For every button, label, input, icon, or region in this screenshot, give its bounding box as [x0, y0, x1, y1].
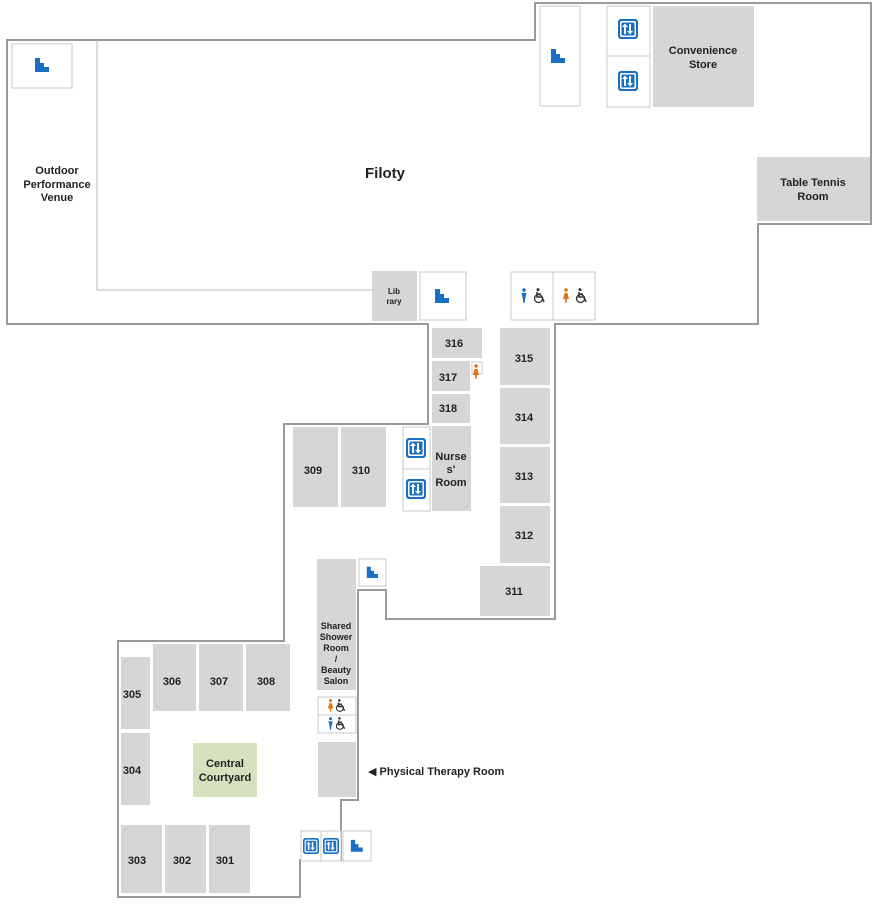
male-accessible-restroom-icon [510, 271, 554, 321]
elevator-icon [606, 55, 651, 108]
svg-text:Lib: Lib [388, 287, 400, 296]
svg-text:Performance: Performance [23, 179, 90, 191]
elevator-icon [606, 5, 651, 57]
svg-text:305: 305 [123, 689, 141, 701]
filoty-label: Filoty [365, 165, 406, 182]
convenience-store: Convenience Store [653, 6, 754, 107]
central-courtyard: Central Courtyard [193, 743, 257, 797]
svg-text:304: 304 [123, 765, 142, 777]
svg-text:303: 303 [128, 855, 146, 867]
male-accessible-restroom-icon [317, 714, 357, 734]
room-315: 315 [500, 328, 550, 385]
room-308: 308 [246, 644, 290, 711]
room-307: 307 [199, 644, 243, 711]
room-313: 313 [500, 447, 550, 503]
svg-text:/: / [335, 654, 338, 664]
stairs-icon [11, 43, 73, 89]
restroom-icon [471, 361, 483, 379]
room-318: 318 [432, 394, 470, 423]
shared-shower-room-beauty-salon: Shared Shower Room / Beauty Salon [317, 559, 356, 690]
svg-text:316: 316 [445, 338, 463, 350]
svg-text:Table Tennis: Table Tennis [780, 177, 846, 189]
room-310: 310 [341, 427, 386, 507]
room-304: 304 [121, 733, 150, 805]
svg-text:Convenience: Convenience [669, 45, 737, 57]
elevator-icon [402, 426, 431, 470]
table-tennis-room: Table Tennis Room [757, 157, 870, 221]
room-311: 311 [480, 566, 550, 616]
svg-text:318: 318 [439, 403, 457, 415]
svg-text:Courtyard: Courtyard [199, 772, 252, 784]
female-accessible-restroom-icon [317, 696, 357, 716]
svg-text:311: 311 [505, 586, 523, 598]
room-306: 306 [153, 644, 196, 711]
svg-text:s': s' [447, 464, 456, 476]
stairs-icon [342, 830, 372, 862]
elevator-icon [300, 830, 322, 862]
svg-text:Venue: Venue [41, 192, 73, 204]
svg-text:Beauty: Beauty [321, 665, 351, 675]
svg-text:Outdoor: Outdoor [35, 165, 79, 177]
svg-text:Shower: Shower [320, 632, 353, 642]
stairs-icon [358, 558, 387, 587]
svg-text:Room: Room [435, 477, 466, 489]
room-316: 316 [432, 328, 482, 358]
female-accessible-restroom-icon [552, 271, 596, 321]
svg-text:rary: rary [386, 297, 402, 306]
svg-text:301: 301 [216, 855, 234, 867]
room-305: 305 [121, 657, 150, 729]
nurses-room: Nurse s' Room [432, 426, 471, 511]
svg-text:Salon: Salon [324, 676, 349, 686]
room-314: 314 [500, 388, 550, 444]
svg-text:Shared: Shared [321, 621, 352, 631]
stairs-icon [539, 5, 581, 107]
svg-text:Store: Store [689, 59, 717, 71]
svg-text:302: 302 [173, 855, 191, 867]
svg-text:Room: Room [797, 191, 828, 203]
physical-therapy-room [318, 742, 356, 797]
svg-text:312: 312 [515, 530, 533, 542]
outdoor-performance-venue: Outdoor Performance Venue [23, 165, 90, 204]
svg-text:317: 317 [439, 372, 457, 384]
svg-text:306: 306 [163, 676, 181, 688]
svg-text:Nurse: Nurse [435, 451, 466, 463]
stairs-icon [419, 271, 467, 321]
room-302: 302 [165, 825, 206, 893]
svg-text:315: 315 [515, 353, 533, 365]
room-303: 303 [121, 825, 162, 893]
svg-text:313: 313 [515, 471, 533, 483]
physical-therapy-label: ◀ Physical Therapy Room [368, 766, 504, 778]
room-301: 301 [209, 825, 250, 893]
svg-text:309: 309 [304, 465, 322, 477]
room-309: 309 [293, 427, 338, 507]
svg-text:310: 310 [352, 465, 370, 477]
svg-text:314: 314 [515, 412, 534, 424]
room-317: 317 [432, 361, 470, 391]
svg-text:308: 308 [257, 676, 275, 688]
elevator-icon [402, 468, 431, 512]
room-312: 312 [500, 506, 550, 563]
elevator-icon [320, 830, 342, 862]
library: Lib rary [372, 271, 417, 321]
svg-text:Central: Central [206, 758, 244, 770]
svg-text:Room: Room [323, 643, 349, 653]
svg-text:307: 307 [210, 676, 228, 688]
building-outline [6, 2, 872, 898]
